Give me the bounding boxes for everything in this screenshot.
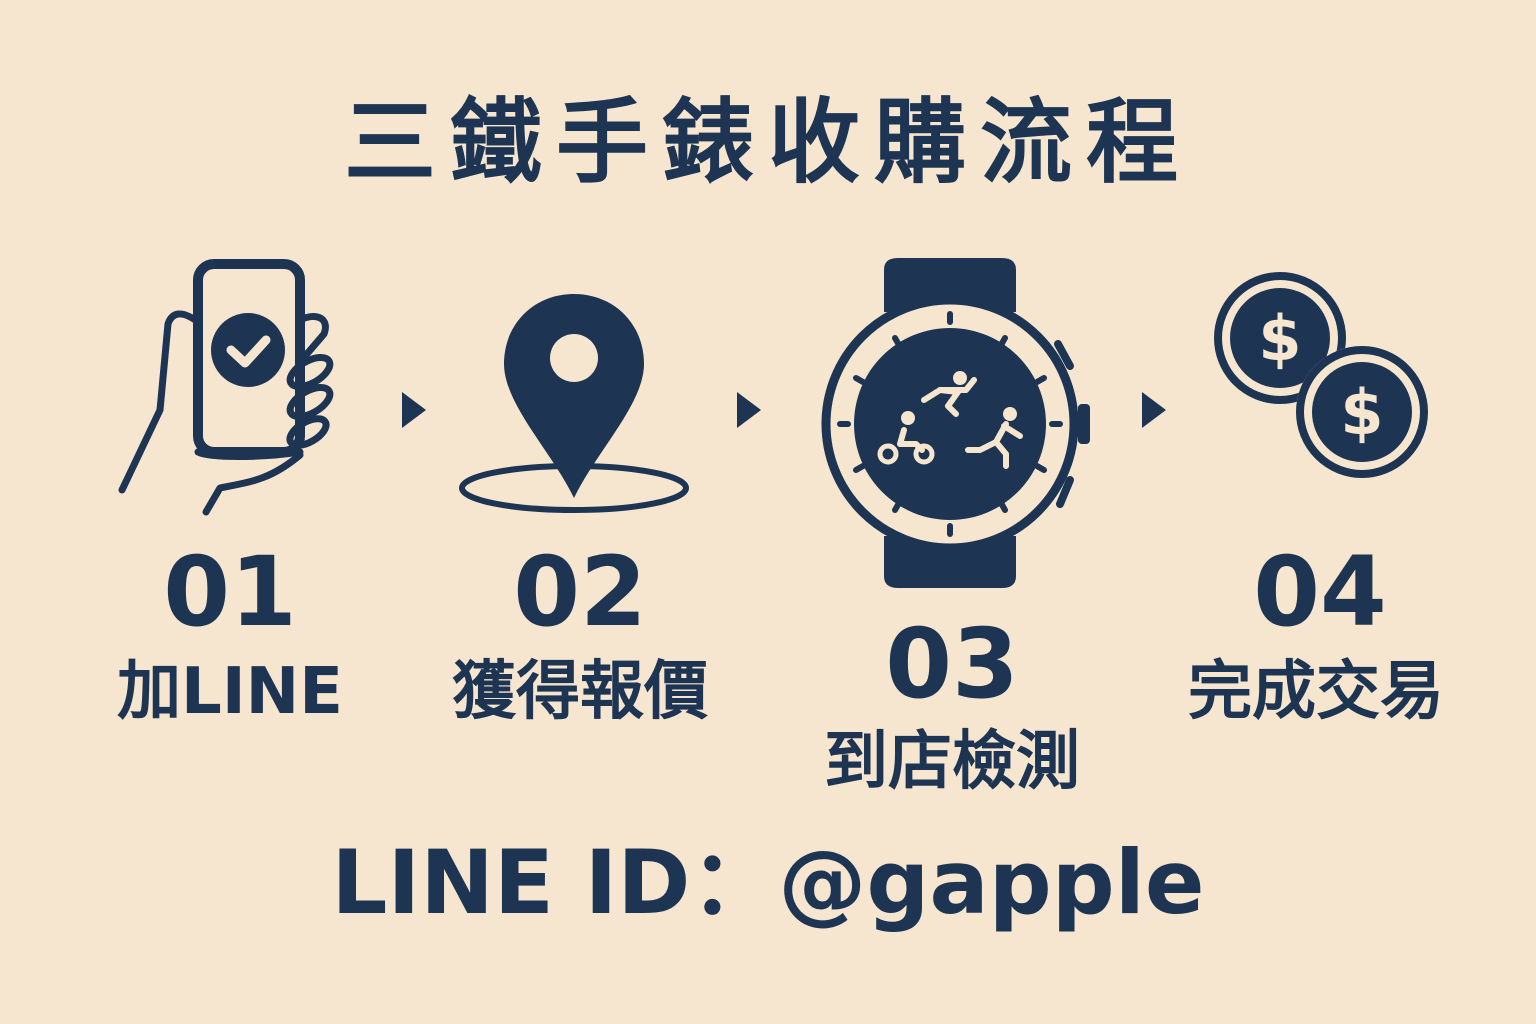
triangle-right-icon [402, 392, 426, 428]
triangle-right-icon [1142, 392, 1166, 428]
step-number: 01 [163, 536, 297, 648]
svg-text:$: $ [1258, 302, 1301, 375]
step-label: 完成交易 [1188, 655, 1444, 729]
step-label: 獲得報價 [452, 655, 708, 729]
hand-holding-phone-check-icon [110, 250, 350, 530]
step-number: 03 [885, 608, 1019, 720]
svg-text:$: $ [1340, 376, 1383, 449]
dollar-coins-icon: $ $ [1212, 272, 1442, 482]
step-number: 02 [513, 536, 647, 648]
line-id-text: LINE ID：@gapple [331, 831, 1205, 934]
triathlon-watch-icon [820, 254, 1100, 594]
triangle-right-icon [737, 392, 761, 428]
location-pin-icon [456, 292, 696, 522]
step-number: 04 [1253, 536, 1387, 648]
step-label: 到店檢測 [824, 725, 1080, 799]
page-title: 三鐵手錶收購流程 [343, 89, 1192, 196]
step-label: 加LINE [117, 655, 343, 729]
